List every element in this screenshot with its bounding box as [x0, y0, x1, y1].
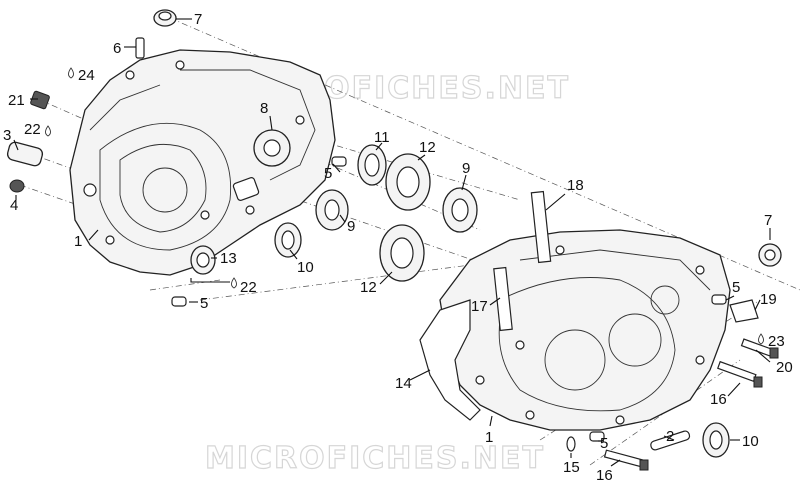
callout-15: 15	[563, 459, 580, 476]
seal-13	[190, 245, 216, 275]
callout-7-top: 7	[194, 11, 202, 28]
callout-7-right: 7	[764, 212, 772, 229]
oil-seal-10-lower	[702, 422, 730, 458]
callout-16-bottom: 16	[596, 467, 613, 484]
right-crankcase-half	[439, 229, 731, 431]
callout-9-right: 9	[462, 160, 470, 177]
callout-2: 2	[666, 428, 674, 445]
callout-10-lower: 10	[742, 433, 759, 450]
callout-5-right: 5	[732, 279, 740, 296]
oil-seal-10-upper	[274, 222, 302, 258]
leader-lines	[13, 18, 771, 467]
callout-12-top: 12	[419, 139, 436, 156]
callout-18: 18	[567, 177, 584, 194]
washer-15	[566, 436, 576, 452]
dowel-5-b	[171, 296, 187, 307]
callout-6: 6	[113, 40, 121, 57]
callout-13: 13	[220, 250, 237, 267]
bracket-19	[729, 299, 759, 323]
callout-20: 20	[776, 359, 793, 376]
plug-21	[30, 90, 50, 110]
callout-labels: 7 6 24 21 8 3 22 11 12 9 4 5 1 9 18 13 1…	[3, 11, 793, 484]
bearing-9-right	[442, 187, 478, 233]
callout-5-left: 5	[200, 295, 208, 312]
drop-icon-22-top	[45, 125, 51, 137]
oil-seal-11	[357, 144, 387, 186]
callout-22-top: 22	[24, 121, 41, 138]
callout-21: 21	[8, 92, 25, 109]
drop-icon-24	[68, 67, 74, 79]
dowel-5-c	[711, 294, 727, 305]
callout-14: 14	[395, 375, 412, 392]
bush-3	[6, 141, 44, 167]
bolt-16-bottom	[603, 449, 649, 471]
callout-10-upper: 10	[297, 259, 314, 276]
callout-16-right: 16	[710, 391, 727, 408]
shaft-2	[650, 430, 691, 451]
callout-23: 23	[768, 333, 785, 350]
callout-22-bottom: 22	[240, 279, 257, 296]
callout-17: 17	[471, 298, 488, 315]
callout-5-top: 5	[324, 165, 332, 182]
plug-4	[9, 179, 25, 193]
callout-24: 24	[78, 67, 95, 84]
callout-1-left: 1	[74, 233, 82, 250]
bearing-8	[253, 129, 291, 167]
callout-19: 19	[760, 291, 777, 308]
bearing-9-left	[315, 189, 349, 231]
dowel-5-d	[589, 431, 605, 442]
drop-icon-22-bottom	[231, 277, 237, 289]
callout-1-right: 1	[485, 429, 493, 446]
gasket	[419, 299, 481, 421]
left-crankcase-half	[69, 49, 336, 276]
watermark-bottom: MICROFICHES.NET	[205, 441, 545, 476]
bolt-20	[740, 338, 779, 359]
callout-8: 8	[260, 100, 268, 117]
cap-7-top	[153, 9, 177, 27]
bolt-16-right	[717, 360, 763, 388]
callout-9-left: 9	[347, 218, 355, 235]
cap-7-right	[758, 243, 782, 267]
fitting-6	[135, 37, 145, 59]
dowel-5-a	[331, 156, 347, 167]
bearing-12-upper	[385, 153, 431, 211]
callout-5-bottom: 5	[600, 435, 608, 452]
bearing-12-lower	[379, 224, 425, 282]
callout-4: 4	[10, 197, 18, 214]
drop-icon-23	[758, 333, 764, 345]
callout-3: 3	[3, 127, 11, 144]
callout-12-bottom: 12	[360, 279, 377, 296]
callout-11: 11	[374, 129, 390, 146]
